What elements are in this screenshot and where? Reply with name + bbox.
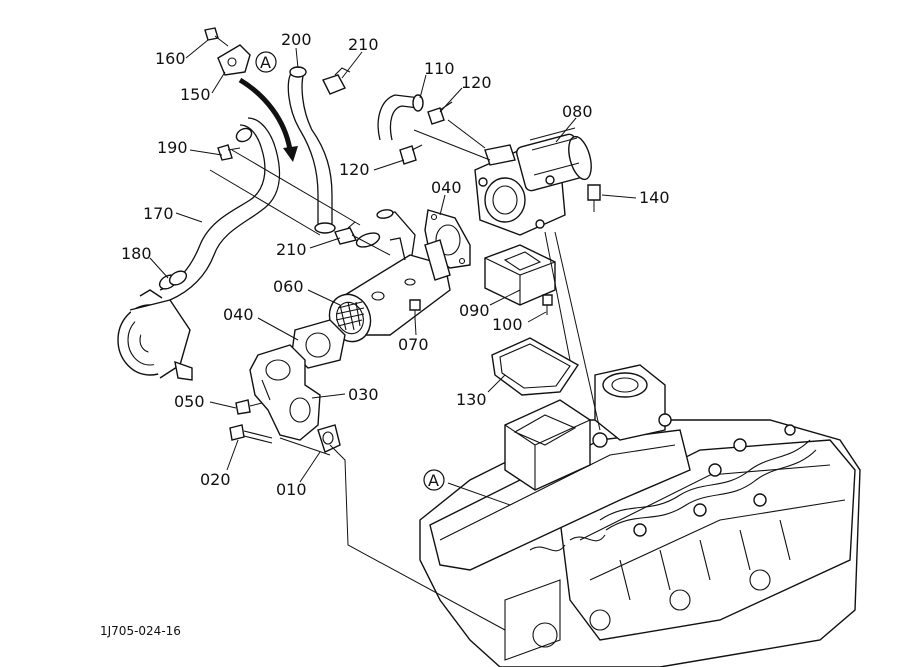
clamp-190 (217, 144, 241, 161)
label-040-upper: 040 (431, 178, 462, 197)
label-180: 180 (121, 244, 152, 263)
svg-text:A: A (428, 471, 439, 490)
label-100: 100 (492, 315, 523, 334)
gasket-130 (491, 337, 580, 396)
label-090: 090 (459, 301, 490, 320)
adapter-030 (249, 344, 321, 441)
label-110: 110 (424, 59, 455, 78)
direction-arrow (238, 77, 298, 162)
bolt-020 (229, 424, 273, 444)
label-120-lower: 120 (339, 160, 370, 179)
gasket-040-lower (291, 319, 346, 369)
label-040-lower: 040 (223, 305, 254, 324)
label-210-lower: 210 (276, 240, 307, 259)
bracket-150 (217, 44, 251, 76)
label-160: 160 (155, 49, 186, 68)
leader-lines (149, 39, 637, 631)
label-030: 030 (348, 385, 379, 404)
label-010: 010 (276, 480, 307, 499)
bolt-160 (204, 27, 229, 47)
ref-marker-engine: A (423, 469, 445, 491)
label-140: 140 (639, 188, 670, 207)
engine-block (419, 364, 861, 667)
label-120-upper: 120 (461, 73, 492, 92)
gasket-010 (317, 424, 341, 453)
label-080: 080 (562, 102, 593, 121)
clamp-210-lower (334, 221, 381, 248)
svg-text:A: A (260, 53, 271, 72)
hose-170 (159, 117, 281, 301)
callout-labels: 160 150 200 210 110 120 080 190 120 040 … (121, 30, 670, 499)
valve-plate-090 (484, 244, 556, 315)
oil-cooler (117, 289, 193, 381)
clamp-120-lower (399, 144, 423, 165)
clamp-210-upper (322, 67, 351, 95)
drawing-code: 1J705-024-16 (100, 624, 181, 638)
label-130: 130 (456, 390, 487, 409)
clamp-180 (158, 270, 188, 290)
hose-200 (287, 66, 336, 234)
bolt-050 (235, 399, 263, 415)
egr-valve (474, 127, 601, 236)
label-070: 070 (398, 335, 429, 354)
label-150: 150 (180, 85, 211, 104)
label-060: 060 (273, 277, 304, 296)
label-020: 020 (200, 470, 231, 489)
hose-110 (377, 94, 424, 141)
label-170: 170 (143, 204, 174, 223)
label-190: 190 (157, 138, 188, 157)
label-210-upper: 210 (348, 35, 379, 54)
label-200: 200 (281, 30, 312, 49)
ref-marker-upper: A (255, 51, 277, 73)
label-050: 050 (174, 392, 205, 411)
